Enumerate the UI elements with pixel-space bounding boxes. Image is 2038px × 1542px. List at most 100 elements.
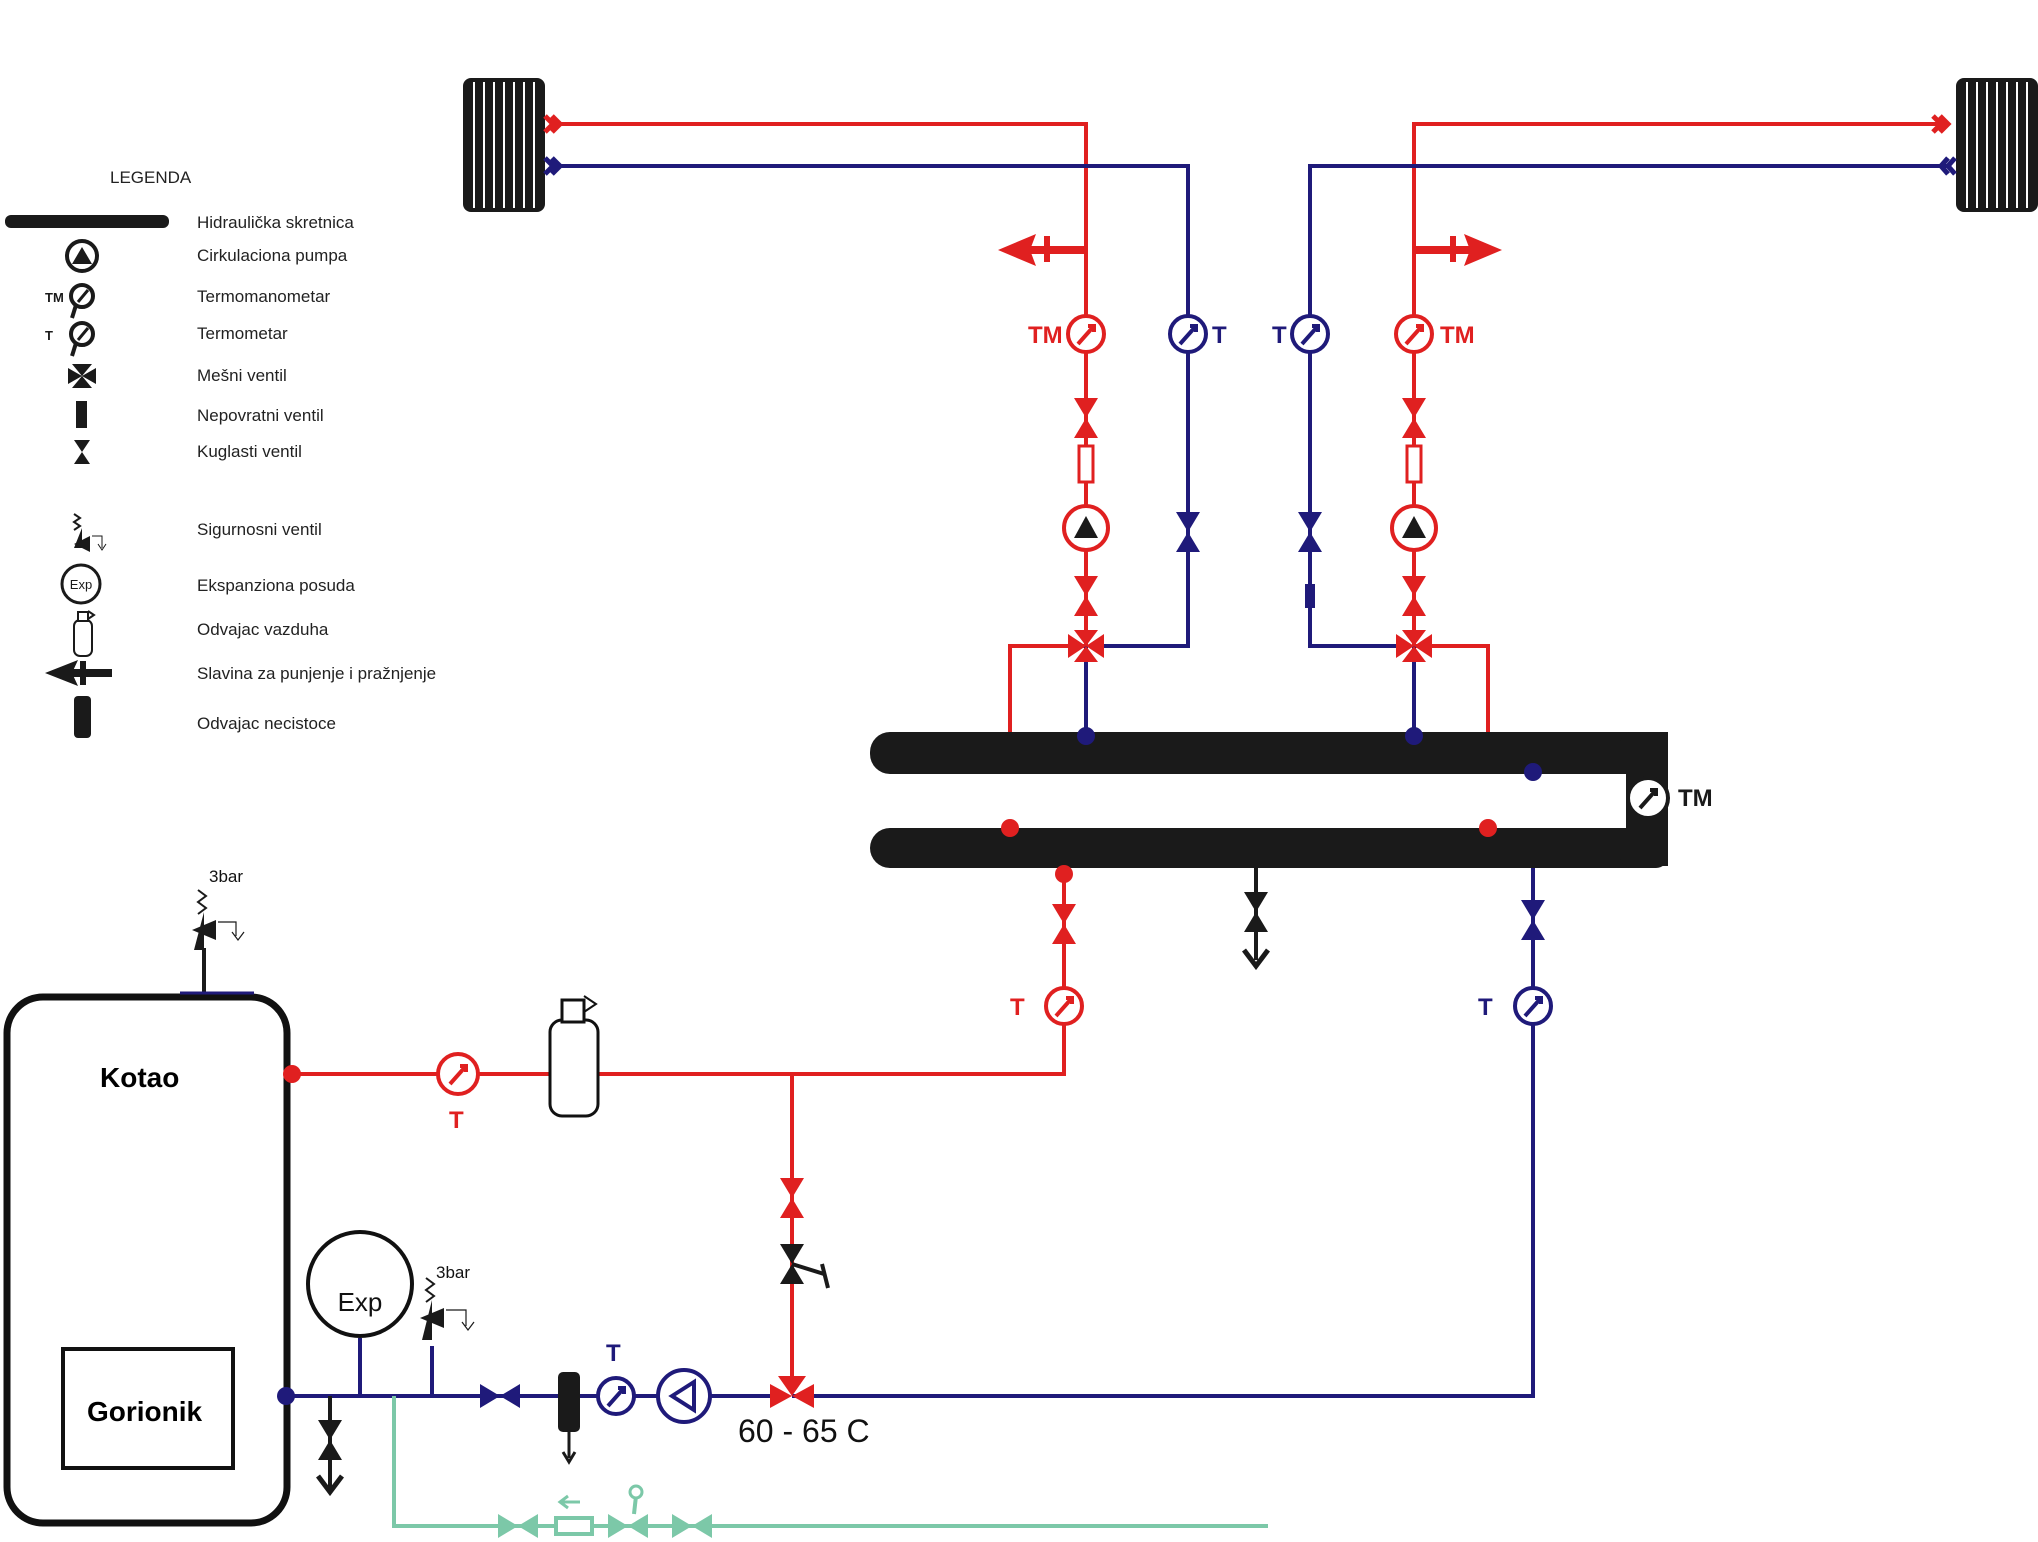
ball-valve-right-lower bbox=[1402, 576, 1426, 616]
ball-valve-boiler-return bbox=[480, 1384, 520, 1408]
balancing-valve-bypass bbox=[780, 1244, 830, 1289]
legend-title: LEGENDA bbox=[110, 168, 192, 187]
safety-valve-return: 3bar bbox=[420, 1263, 475, 1340]
header-port-main-return bbox=[1524, 763, 1542, 781]
thermomanometer-left-circuit: TM bbox=[1028, 314, 1106, 354]
fill-drain-tap-icon bbox=[45, 660, 112, 686]
legend-label-thermomanometer: Termomanometar bbox=[197, 287, 331, 306]
ball-valve-bypass bbox=[780, 1178, 804, 1218]
check-valve-left bbox=[1077, 444, 1095, 484]
thermometer-main-return: T bbox=[1478, 986, 1553, 1026]
thermometer-boiler-return: T bbox=[596, 1340, 636, 1416]
mixing-valve-main bbox=[770, 1376, 814, 1408]
pipe-main-return bbox=[792, 772, 1535, 1398]
svg-text:TM: TM bbox=[1440, 322, 1475, 349]
boiler-label: Kotao bbox=[100, 1062, 179, 1093]
circulation-pump-icon bbox=[65, 239, 99, 273]
check-valve-right-return bbox=[1305, 584, 1315, 608]
svg-text:Exp: Exp bbox=[70, 577, 92, 592]
expansion-vessel: Exp bbox=[306, 1230, 414, 1338]
svg-text:Exp: Exp bbox=[338, 1287, 383, 1317]
burner-label: Gorionik bbox=[87, 1396, 203, 1427]
supply-temperature-label: 60 - 65 C bbox=[738, 1413, 870, 1449]
svg-text:T: T bbox=[45, 328, 53, 343]
svg-text:T: T bbox=[1212, 322, 1227, 349]
thermometer-left-return: T bbox=[1168, 314, 1227, 354]
legend-label-expansion-vessel: Ekspanziona posuda bbox=[197, 576, 355, 595]
boiler-drain-tap bbox=[316, 1396, 344, 1497]
ball-valve-left-upper bbox=[1074, 398, 1098, 438]
legend-label-fill-drain-tap: Slavina za punjenje i pražnjenje bbox=[197, 664, 436, 683]
pump-right-circuit bbox=[1390, 504, 1438, 552]
pipe-right-return bbox=[1308, 164, 1948, 648]
fill-line-assembly bbox=[498, 1484, 712, 1538]
air-vent-icon bbox=[73, 610, 96, 657]
drain-tap-right bbox=[1414, 234, 1502, 266]
svg-text:T: T bbox=[606, 1340, 621, 1367]
mixing-valve-right bbox=[1396, 630, 1432, 662]
air-vent bbox=[548, 995, 600, 1118]
radiator-left bbox=[463, 78, 545, 212]
mixing-valve-left bbox=[1068, 630, 1104, 662]
radiator-connectors bbox=[543, 114, 1957, 176]
expansion-vessel-icon: Exp bbox=[60, 563, 102, 605]
header-port-main-supply bbox=[1055, 865, 1073, 883]
dirt-separator bbox=[558, 1372, 580, 1465]
svg-text:T: T bbox=[1478, 994, 1493, 1021]
hydraulic-separator-icon bbox=[5, 215, 169, 228]
drain-tap-left bbox=[998, 234, 1086, 266]
hydraulic-header bbox=[870, 732, 1668, 868]
svg-text:T: T bbox=[1272, 322, 1287, 349]
legend-label-air-vent: Odvajac vazduha bbox=[197, 620, 329, 639]
thermomanometer-header: TM bbox=[1626, 776, 1713, 820]
legend-label-hydraulic-separator: Hidraulička skretnica bbox=[197, 213, 354, 232]
ball-valve-main-return bbox=[1521, 900, 1545, 940]
pipe-main-supply bbox=[292, 874, 1066, 1076]
boiler-supply-port bbox=[283, 1065, 301, 1083]
safety-valve-icon bbox=[72, 513, 107, 552]
dirt-separator-icon bbox=[74, 696, 91, 738]
radiator-right bbox=[1956, 78, 2038, 212]
header-port-left-supply bbox=[1001, 819, 1019, 837]
burner bbox=[61, 1347, 235, 1470]
svg-text:3bar: 3bar bbox=[436, 1263, 470, 1282]
svg-text:3bar: 3bar bbox=[209, 867, 243, 886]
legend-label-safety-valve: Sigurnosni ventil bbox=[197, 520, 322, 539]
svg-text:TM: TM bbox=[1028, 322, 1063, 349]
ball-valve-icon bbox=[74, 440, 90, 464]
header-port-right-supply bbox=[1479, 819, 1497, 837]
thermomanometer-right-circuit: TM bbox=[1394, 314, 1475, 354]
ball-valve-left-lower bbox=[1074, 576, 1098, 616]
ball-valve-right-upper bbox=[1402, 398, 1426, 438]
check-valve-icon bbox=[76, 401, 87, 428]
ball-valve-right-return bbox=[1298, 512, 1322, 552]
header-port-right-return bbox=[1405, 727, 1423, 745]
legend-label-ball-valve: Kuglasti ventil bbox=[197, 442, 302, 461]
thermomanometer-icon: TM bbox=[45, 283, 95, 319]
pipe-fill-line bbox=[392, 1396, 1268, 1528]
header-drain-tap bbox=[1242, 868, 1270, 971]
thermometer-main-supply: T bbox=[1010, 986, 1084, 1026]
svg-text:T: T bbox=[1010, 994, 1025, 1021]
svg-text:TM: TM bbox=[45, 290, 64, 305]
pipe-right-supply bbox=[1412, 122, 1948, 646]
mixing-valve-icon bbox=[68, 364, 96, 388]
ball-valve-main-supply bbox=[1052, 904, 1076, 944]
svg-text:T: T bbox=[449, 1107, 464, 1134]
pipe-left-supply bbox=[560, 122, 1088, 646]
pump-left-circuit bbox=[1062, 504, 1110, 552]
legend-label-dirt-separator: Odvajac necistoce bbox=[197, 714, 336, 733]
svg-text:TM: TM bbox=[1678, 785, 1713, 812]
safety-valve-boiler: 3bar bbox=[180, 867, 254, 995]
thermometer-icon: T bbox=[45, 321, 95, 357]
thermometer-right-return: T bbox=[1272, 314, 1330, 354]
header-port-left-return bbox=[1077, 727, 1095, 745]
pump-boiler-circuit bbox=[656, 1368, 712, 1424]
pipe-left-return bbox=[560, 164, 1190, 648]
legend-label-thermometer: Termometar bbox=[197, 324, 288, 343]
ball-valve-left-return bbox=[1176, 512, 1200, 552]
boiler-return-port bbox=[277, 1387, 295, 1405]
legend-label-mixing-valve: Mešni ventil bbox=[197, 366, 287, 385]
legend: LEGENDA Hidraulička skretnica Cirkulacio… bbox=[5, 168, 436, 738]
